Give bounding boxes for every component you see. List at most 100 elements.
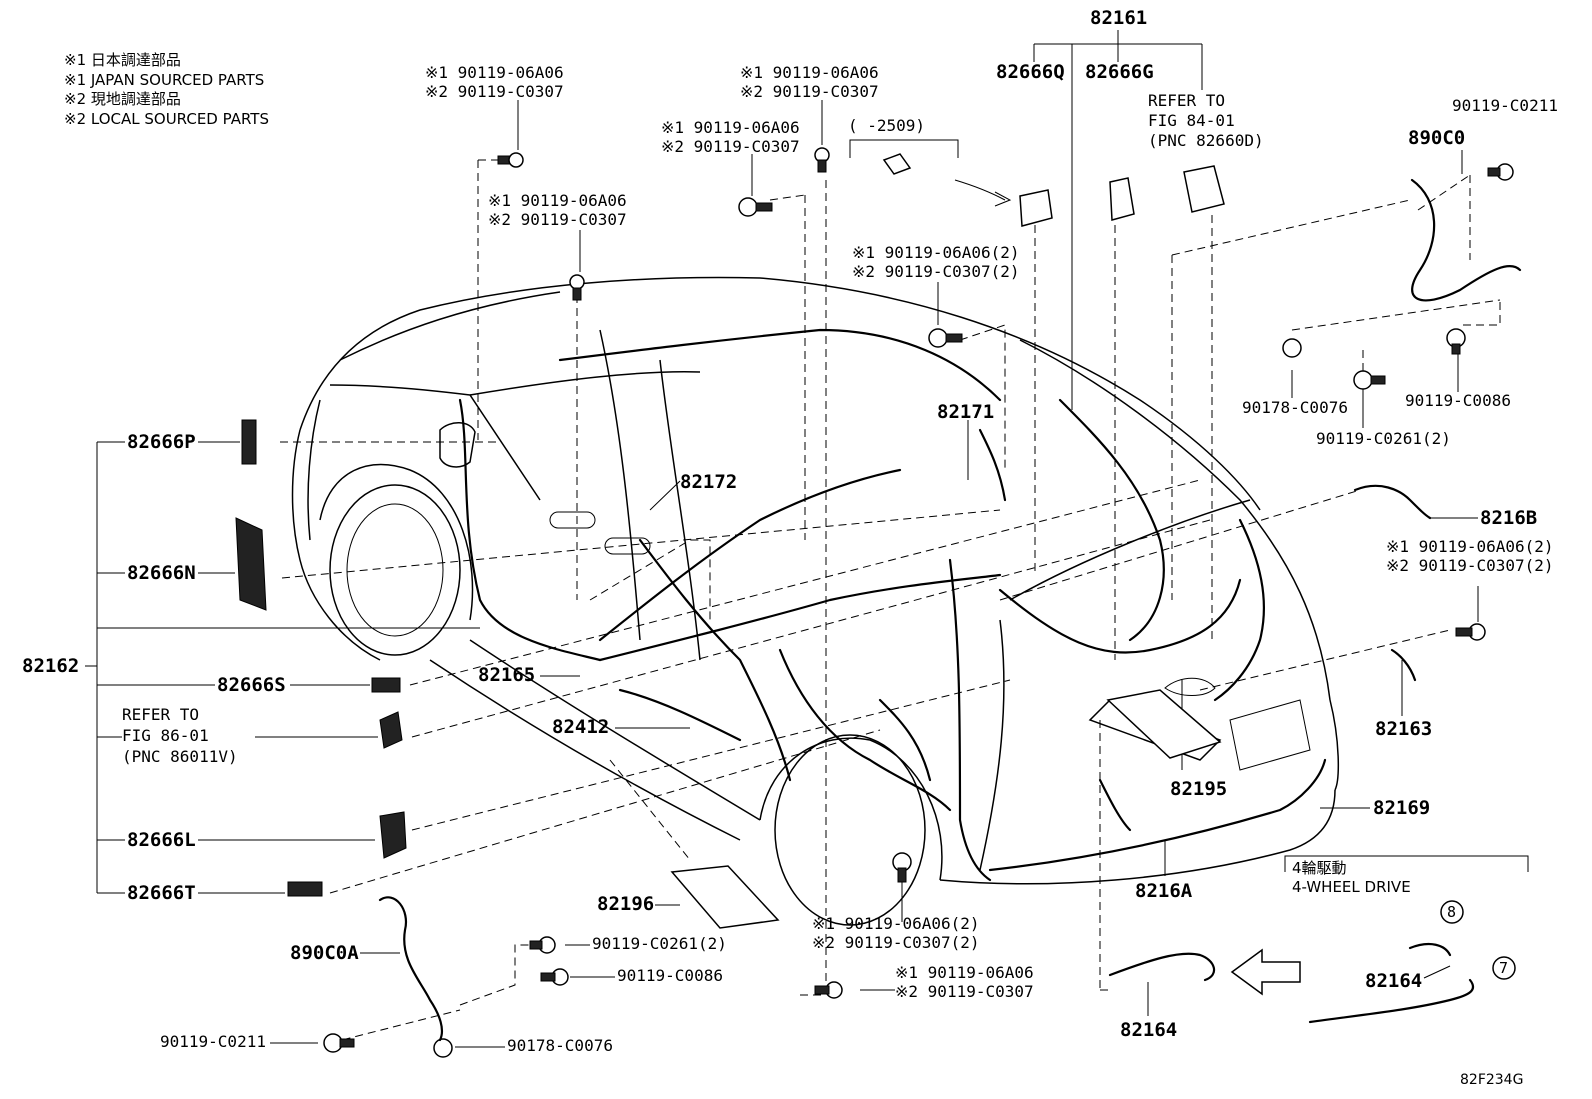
part-82666p: 82666P — [127, 431, 196, 453]
fastener-pair4-a: ※1 90119-06A06 — [661, 118, 800, 137]
leader-lines — [85, 30, 1529, 1048]
part-82195: 82195 — [1170, 778, 1227, 800]
fastener-c0261-left: 90119-C0261(2) — [592, 934, 727, 953]
part-82162: 82162 — [22, 655, 79, 677]
bolt-icon-5 — [928, 328, 963, 348]
fastener-pair4-b: ※2 90119-C0307 — [661, 137, 800, 156]
bolt-icon-11 — [1446, 328, 1466, 355]
part-82171: 82171 — [937, 401, 994, 423]
clip-icon-2 — [433, 1038, 453, 1058]
part-82666g: 82666G — [1085, 61, 1154, 83]
fastener-c0261-right: 90119-C0261(2) — [1316, 429, 1451, 448]
ref-84-line3: (PNC 82660D) — [1148, 131, 1264, 150]
note-japan-en: ※1 JAPAN SOURCED PARTS — [64, 71, 264, 89]
fastener-pair1-a: ※1 90119-06A06 — [425, 63, 564, 82]
fastener-pair3-b: ※2 90119-C0307 — [740, 82, 879, 101]
fastener-pair8-b: ※2 90119-C0307 — [895, 982, 1034, 1001]
fastener-c0086-left: 90119-C0086 — [617, 966, 723, 985]
connector-icon-82666q — [1019, 189, 1053, 227]
fastener-pair8-a: ※1 90119-06A06 — [895, 963, 1034, 982]
connector-icon-82666p — [241, 419, 257, 465]
fastener-pair1-b: ※2 90119-C0307 — [425, 82, 564, 101]
harness-icon-82164a — [1108, 952, 1216, 982]
ref-86-line2: FIG 86-01 — [122, 726, 209, 745]
cover-icon-82195 — [1106, 689, 1222, 759]
bolt-icon-8 — [814, 981, 843, 999]
fastener-pair6-b: ※2 90119-C0307(2) — [1386, 556, 1554, 575]
fastener-pair2-b: ※2 90119-C0307 — [488, 210, 627, 229]
part-82169: 82169 — [1373, 797, 1430, 819]
fastener-pair6-a: ※1 90119-06A06(2) — [1386, 537, 1554, 556]
bolt-icon-14 — [323, 1033, 355, 1053]
harness-icon-890c0a — [378, 896, 444, 1042]
bolt-icon-4 — [738, 197, 773, 217]
ref-84-line2: FIG 84-01 — [1148, 111, 1235, 130]
cover-icon-82196 — [670, 865, 780, 929]
circle-7-icon — [1492, 956, 1516, 980]
part-8216b: 8216B — [1480, 507, 1537, 529]
part-82196: 82196 — [597, 893, 654, 915]
connector-icon-range — [882, 153, 912, 175]
fastener-c0076-right: 90178-C0076 — [1242, 398, 1348, 417]
figure-code: 82F234G — [1460, 1072, 1523, 1088]
bolt-icon-3 — [814, 147, 830, 173]
part-82666l: 82666L — [127, 829, 196, 851]
fastener-c0211-left: 90119-C0211 — [160, 1032, 266, 1051]
harness-icon-890c0 — [1410, 178, 1522, 302]
vehicle-body-outline — [291, 276, 1340, 926]
connector-icon-82666s — [371, 677, 401, 693]
part-890c0: 890C0 — [1408, 127, 1465, 149]
fastener-pair5-b: ※2 90119-C0307(2) — [852, 262, 1020, 281]
clip-icon-1 — [1282, 338, 1302, 358]
harness-icon-8216b — [1353, 484, 1432, 520]
part-82165: 82165 — [478, 664, 535, 686]
bolt-icon-9 — [1487, 163, 1514, 181]
connector-icon-82666l — [379, 811, 407, 859]
connector-icon-82666n — [235, 517, 267, 611]
part-82161: 82161 — [1090, 7, 1147, 29]
ref-86-line1: REFER TO — [122, 705, 199, 724]
part-82164-b: 82164 — [1365, 970, 1422, 992]
part-82412: 82412 — [552, 716, 609, 738]
fastener-c0211-right: 90119-C0211 — [1452, 96, 1558, 115]
bolt-icon-2 — [569, 274, 585, 301]
circle-8-icon — [1440, 900, 1464, 924]
range-note: ( -2509) — [848, 116, 925, 135]
fastener-c0076-left: 90178-C0076 — [507, 1036, 613, 1055]
ref-84-line1: REFER TO — [1148, 91, 1225, 110]
part-number-callouts: 82161 82666Q 82666G 890C0 82666P 82666N … — [22, 7, 1537, 1041]
fastener-pair3-a: ※1 90119-06A06 — [740, 63, 879, 82]
part-890c0a: 890C0A — [290, 942, 359, 964]
harness-icon-82164b — [1308, 942, 1475, 1024]
part-82666q: 82666Q — [996, 61, 1065, 83]
source-notes: ※1 日本調達部品 ※1 JAPAN SOURCED PARTS ※2 現地調達… — [64, 51, 269, 128]
fastener-pair7-b: ※2 90119-C0307(2) — [812, 933, 980, 952]
four-wheel-drive-en: 4-WHEEL DRIVE — [1292, 878, 1411, 896]
bolt-icon-13 — [540, 968, 569, 986]
bolt-icon-6 — [1455, 623, 1486, 641]
fastener-pair7-a: ※1 90119-06A06(2) — [812, 914, 980, 933]
circle-7-label: 7 — [1499, 959, 1508, 977]
harness-wiring — [458, 328, 1327, 882]
ref-86-line3: (PNC 86011V) — [122, 747, 238, 766]
part-82163: 82163 — [1375, 718, 1432, 740]
fastener-callouts: ※1 90119-06A06 ※2 90119-C0307 ※1 90119-0… — [160, 63, 1558, 1055]
part-82666s: 82666S — [217, 674, 286, 696]
part-82666t: 82666T — [127, 882, 196, 904]
part-8216a: 8216A — [1135, 880, 1193, 902]
four-wheel-drive-jp: 4輪駆動 — [1292, 859, 1347, 877]
note-local-jp: ※2 現地調達部品 — [64, 90, 181, 108]
connector-icon-82666g — [1109, 177, 1135, 221]
connector-icon-86011v — [379, 711, 403, 749]
part-82172: 82172 — [680, 471, 737, 493]
bolt-icon-10 — [1353, 370, 1386, 390]
reference-notes: REFER TO FIG 84-01 (PNC 82660D) REFER TO… — [122, 91, 1523, 1088]
arrow-left-icon — [1230, 948, 1301, 996]
note-japan-jp: ※1 日本調達部品 — [64, 51, 181, 69]
circle-8-label: 8 — [1447, 903, 1456, 921]
bolt-icon-7 — [892, 852, 912, 883]
part-82666n: 82666N — [127, 562, 196, 584]
bolt-icon-1 — [497, 152, 524, 168]
bolt-icon-12 — [529, 936, 556, 954]
